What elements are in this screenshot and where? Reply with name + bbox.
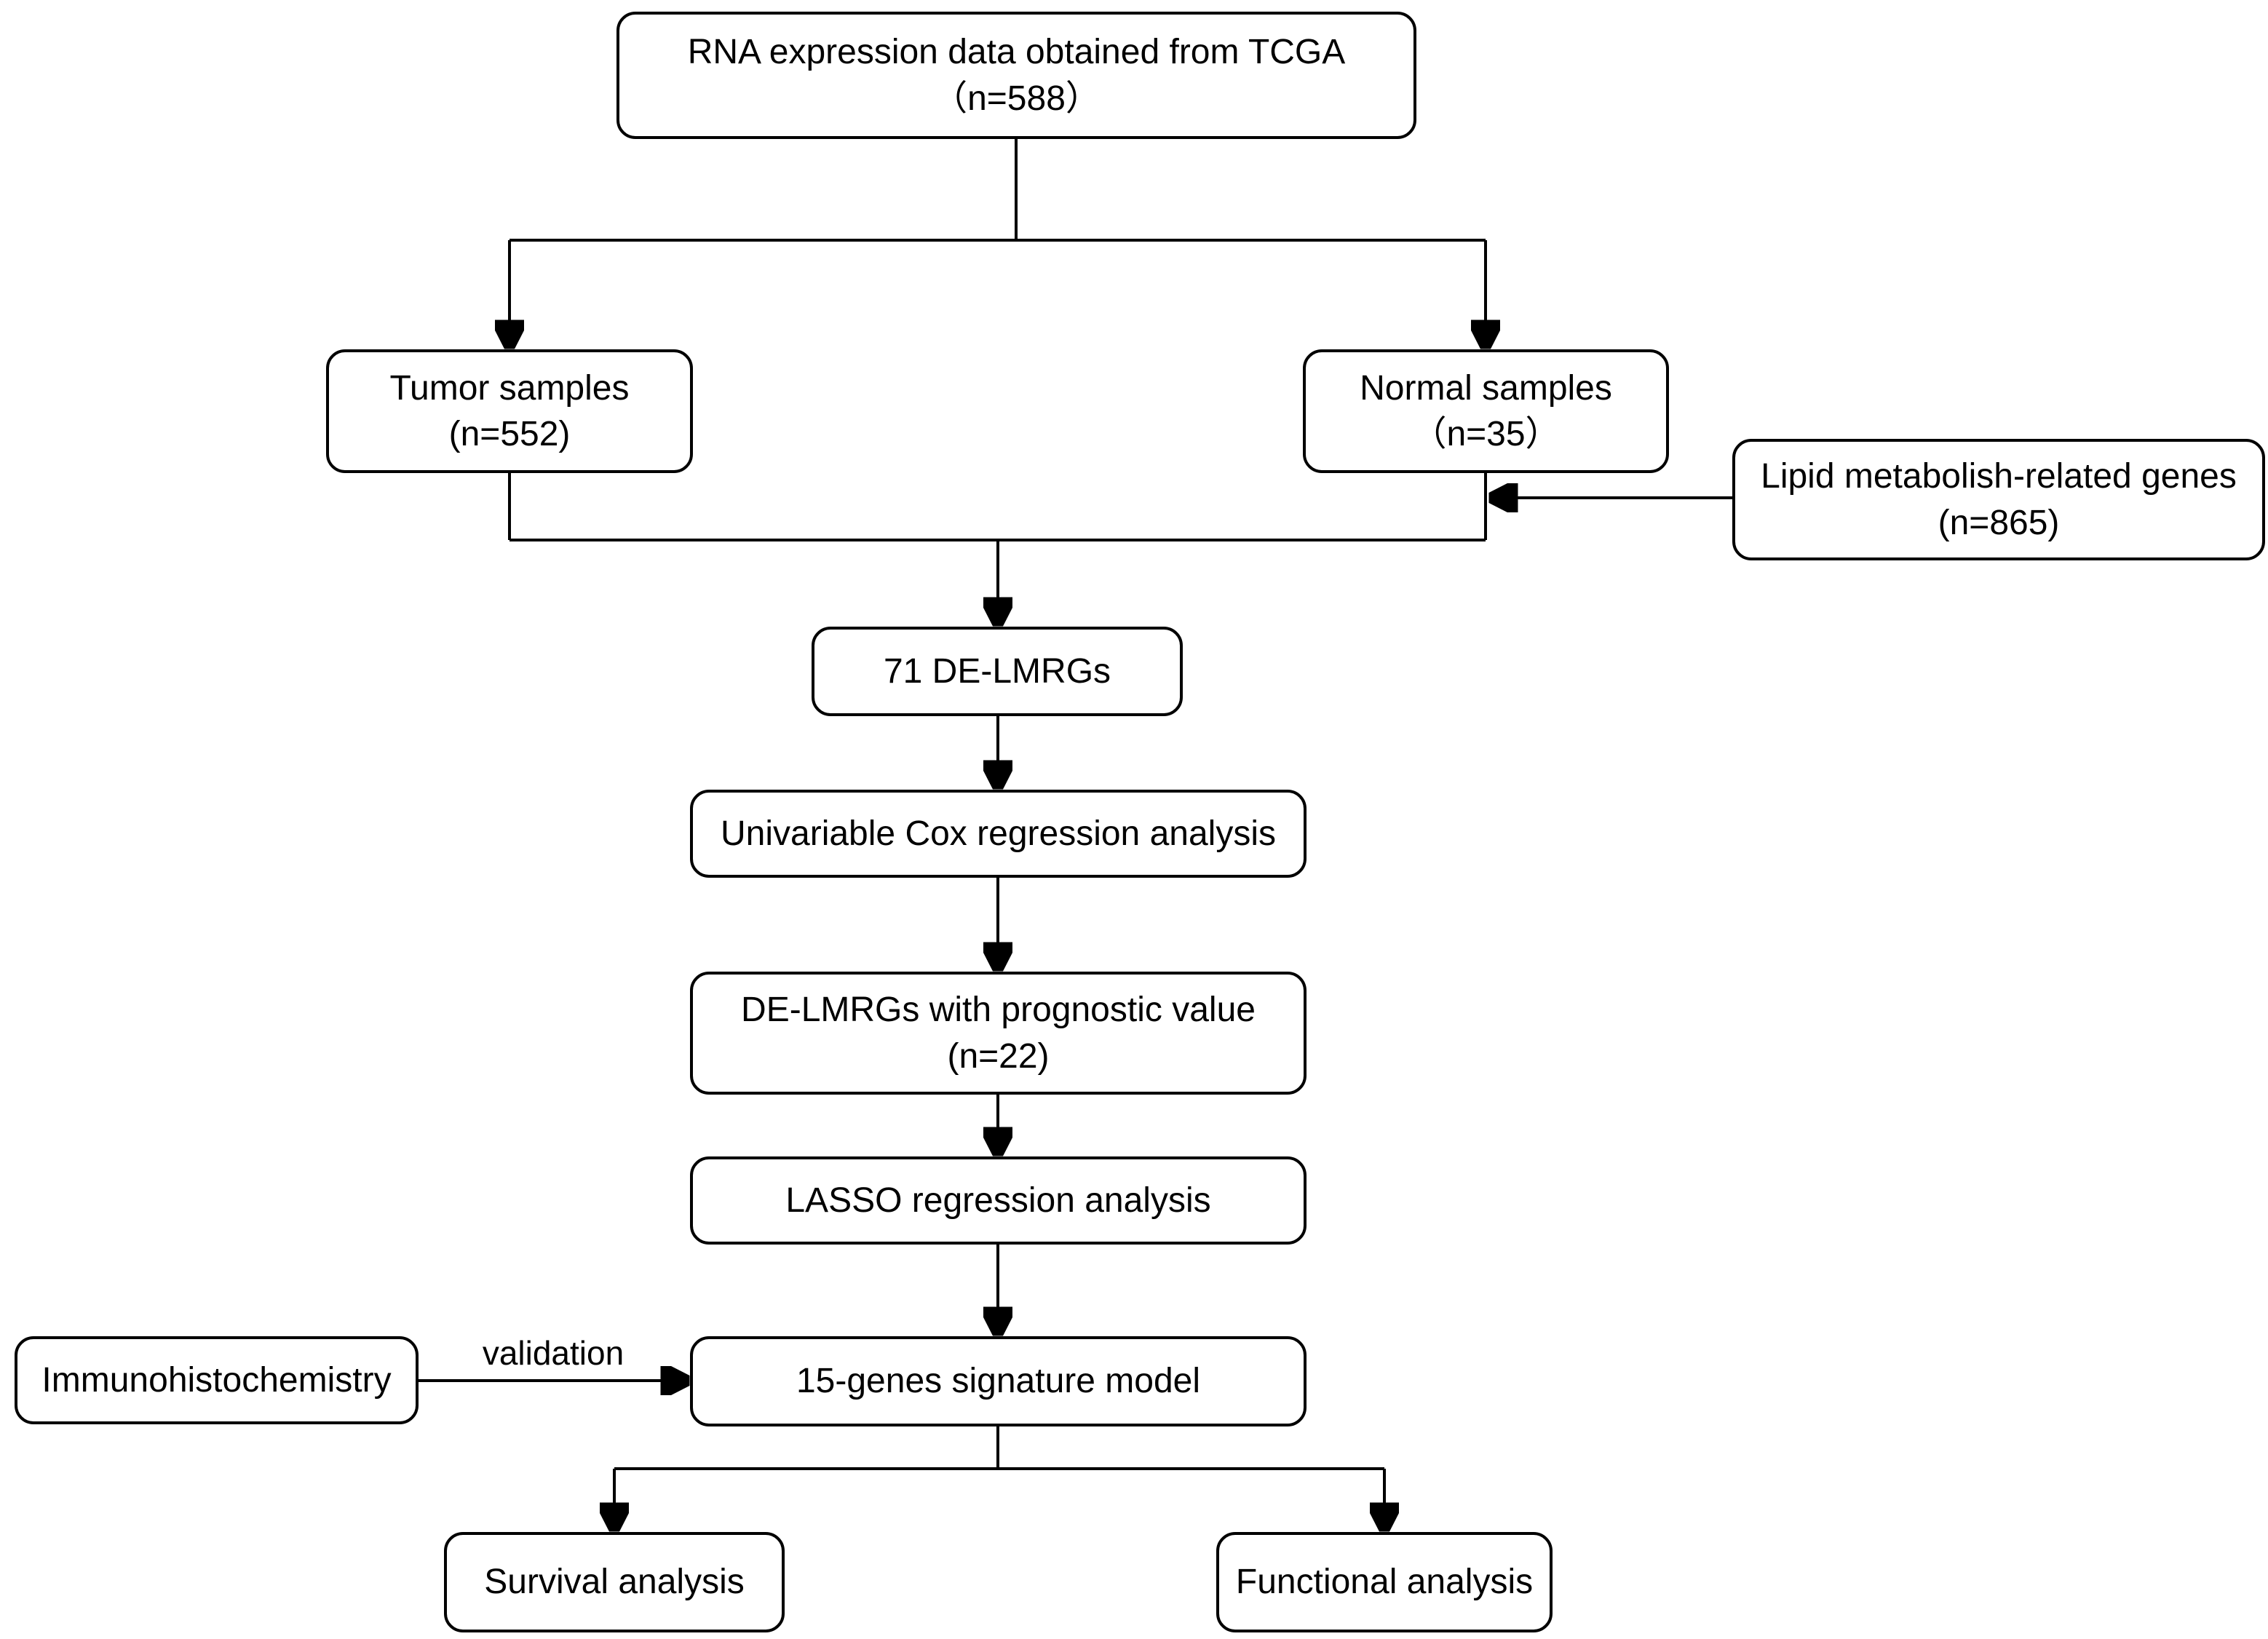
node-lasso-regression-line1: LASSO regression analysis — [785, 1180, 1211, 1220]
node-tcga-line2: （n=588） — [932, 79, 1101, 118]
node-de-lmrgs-line1: 71 DE-LMRGs — [883, 651, 1111, 691]
node-tumor-samples-line2: (n=552) — [448, 415, 571, 453]
node-tumor-samples: Tumor samples (n=552) — [326, 349, 693, 473]
node-de-lmrgs: 71 DE-LMRGs — [812, 627, 1183, 716]
node-tcga: RNA expression data obtained from TCGA （… — [616, 12, 1416, 139]
node-normal-samples-line2: （n=35） — [1411, 415, 1561, 453]
node-immunohistochemistry: Immunohistochemistry — [15, 1336, 419, 1424]
node-functional-analysis: Functional analysis — [1216, 1532, 1553, 1632]
node-prognostic-lmrgs-line1: DE-LMRGs with prognostic value — [741, 991, 1256, 1030]
node-signature-model-line1: 15-genes signature model — [796, 1362, 1201, 1401]
edge-label-validation: validation — [482, 1334, 625, 1372]
node-prognostic-lmrgs: DE-LMRGs with prognostic value (n=22) — [690, 972, 1307, 1095]
node-lipid-genes-line2: (n=865) — [1938, 503, 2060, 542]
node-signature-model: 15-genes signature model — [690, 1336, 1307, 1426]
node-prognostic-lmrgs-line2: (n=22) — [947, 1036, 1050, 1076]
node-immunohistochemistry-line1: Immunohistochemistry — [41, 1360, 392, 1400]
node-lasso-regression: LASSO regression analysis — [690, 1156, 1307, 1245]
node-cox-regression-line1: Univariable Cox regression analysis — [720, 814, 1276, 853]
node-tcga-line1: RNA expression data obtained from TCGA — [687, 33, 1346, 72]
node-cox-regression: Univariable Cox regression analysis — [690, 790, 1307, 878]
node-lipid-genes: Lipid metabolish-related genes (n=865) — [1732, 439, 2265, 560]
node-functional-analysis-line1: Functional analysis — [1235, 1563, 1534, 1602]
node-normal-samples: Normal samples （n=35） — [1303, 349, 1669, 473]
node-survival-analysis-line1: Survival analysis — [484, 1563, 745, 1602]
node-normal-samples-line1: Normal samples — [1360, 368, 1612, 408]
node-survival-analysis: Survival analysis — [444, 1532, 785, 1632]
node-lipid-genes-line1: Lipid metabolish-related genes — [1761, 457, 2237, 496]
node-tumor-samples-line1: Tumor samples — [389, 368, 630, 408]
